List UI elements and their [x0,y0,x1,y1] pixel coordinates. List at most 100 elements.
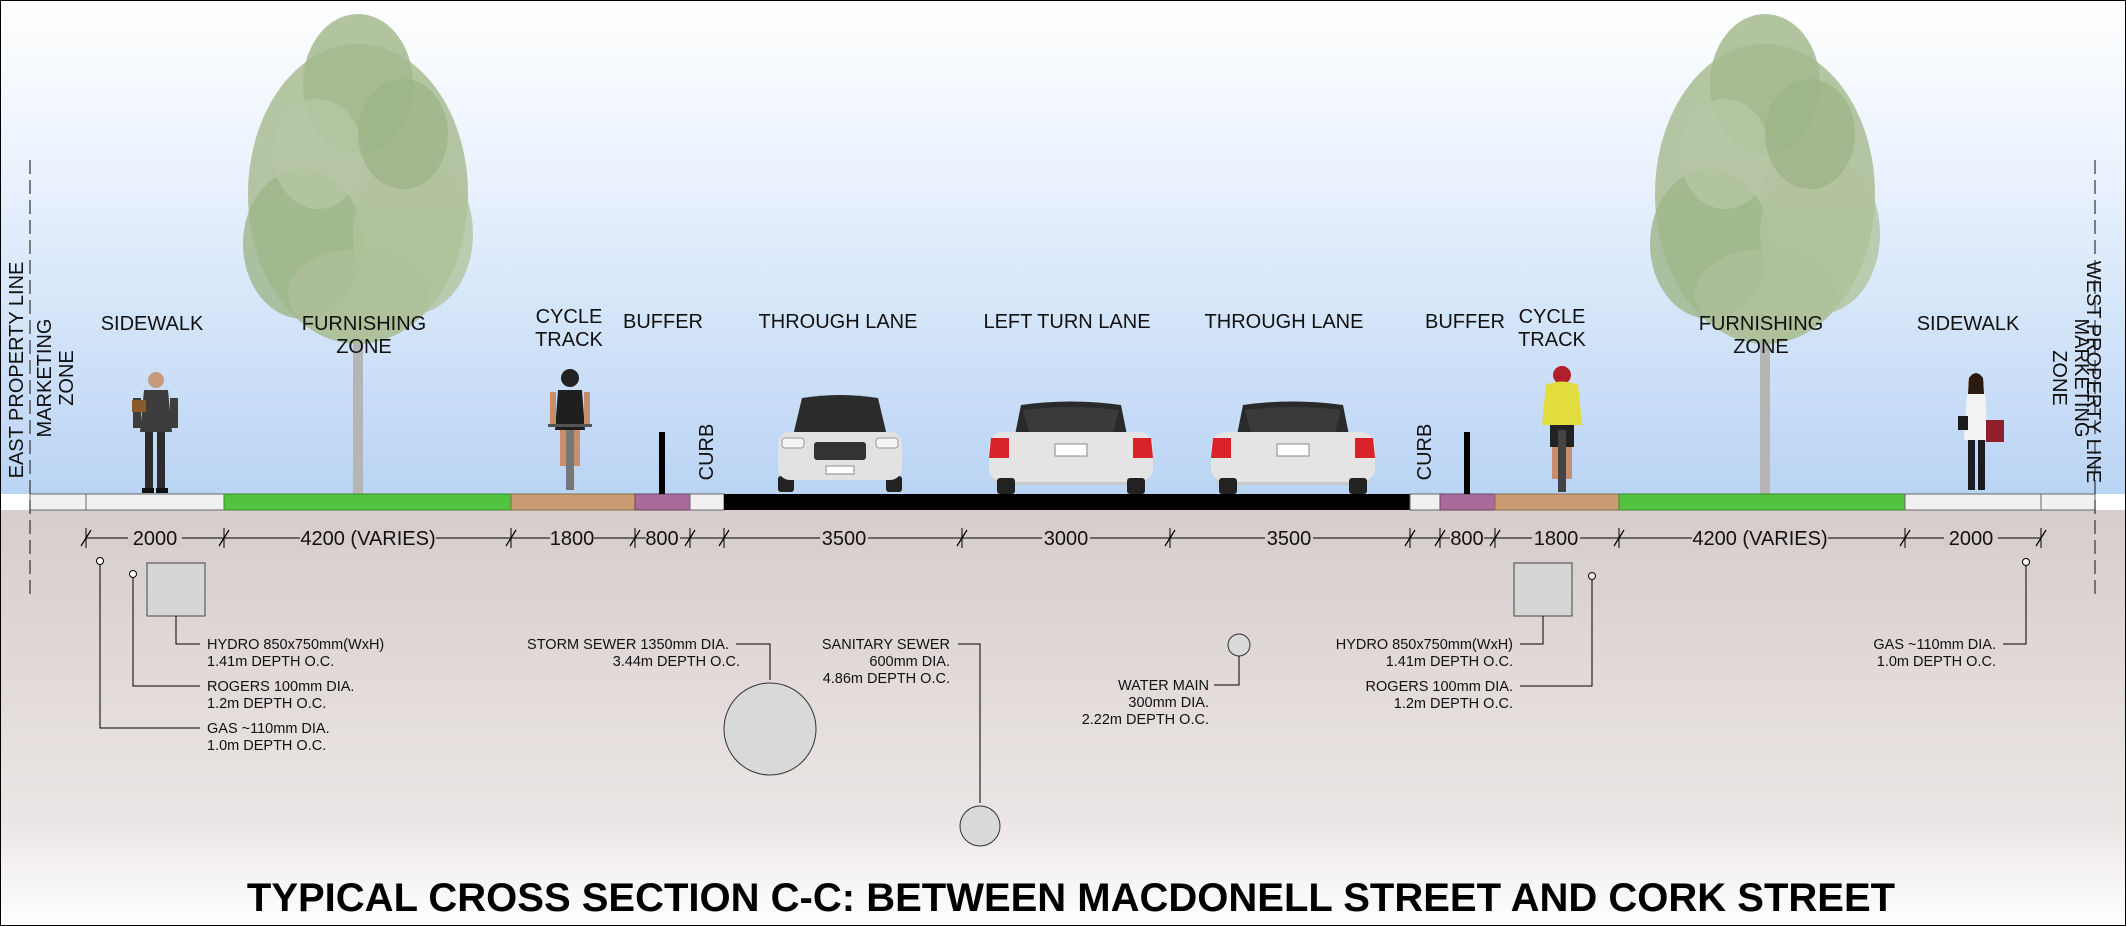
gas-left-label-2: 1.0m DEPTH O.C. [207,738,326,754]
hydro-left-label-1: HYDRO 850x750mm(WxH) [207,637,384,653]
cycle-track-left [510,493,636,511]
marketing-zone-left [29,493,87,511]
hydro-leader-right [1520,616,1544,645]
water-leader [1214,656,1240,686]
storm-label-2: 3.44m DEPTH O.C. [613,654,740,670]
rogers-leader-right [1520,580,1593,687]
hydro-right-label-1: HYDRO 850x750mm(WxH) [1336,637,1513,653]
gas-left-label-1: GAS ~110mm DIA. [207,721,330,737]
gas-leader-right [2003,566,2027,645]
through-lane-right-label: THROUGH LANE [1205,311,1364,333]
water-label-2: 300mm DIA. [1128,695,1209,711]
sanitary-leader [958,643,981,803]
utilities-centre: STORM SEWER 1350mm DIA. 3.44m DEPTH O.C.… [527,633,1251,847]
left-turn-lane-label: LEFT TURN LANE [983,311,1150,333]
storm-leader [736,643,771,680]
storm-label-1: STORM SEWER 1350mm DIA. [527,637,729,653]
gas-leader-left [99,565,200,729]
hydro-duct-right [1513,562,1573,617]
dim-buffer-right: 800 [1450,528,1483,550]
dim-sidewalk-left: 2000 [133,528,178,550]
dim-furnishing-right: 4200 (VARIES) [1692,528,1827,550]
sidewalk-left [85,493,225,511]
rogers-left-label-2: 1.2m DEPTH O.C. [207,696,326,712]
rogers-leader-left [132,578,200,687]
furnishing-left-label-2: ZONE [336,336,392,358]
curb-right [1409,493,1441,511]
gas-main-left [96,557,104,565]
furnishing-zone-left [223,493,512,511]
sanitary-sewer [959,805,1001,847]
buffer-right [1439,493,1496,511]
dim-through-left: 3500 [822,528,867,550]
marketing-zone-left-label-1: MARKETING [34,319,56,438]
rogers-right-label-2: 1.2m DEPTH O.C. [1394,696,1513,712]
furnishing-right-label-2: ZONE [1733,336,1789,358]
water-main [1227,633,1251,657]
curb-right-label: CURB [1414,424,1436,481]
sidewalk-right-label: SIDEWALK [1917,313,2020,335]
gas-right-label-2: 1.0m DEPTH O.C. [1877,654,1996,670]
page-title: TYPICAL CROSS SECTION C-C: BETWEEN MACDO… [247,876,1895,920]
furnishing-zone-right [1618,493,1906,511]
sidewalk-left-label: SIDEWALK [101,313,204,335]
buffer-left [634,493,691,511]
rogers-left-label-1: ROGERS 100mm DIA. [207,679,354,695]
dim-through-right: 3500 [1267,528,1312,550]
rogers-conduit-left [129,570,137,578]
cyclist-front-icon [548,369,592,490]
hydro-leader-left [175,616,200,645]
furnishing-left-label-1: FURNISHING [302,313,426,335]
rogers-right-label-1: ROGERS 100mm DIA. [1366,679,1513,695]
bollard-left [659,432,665,494]
sanitary-label-3: 4.86m DEPTH O.C. [823,671,950,687]
dim-furnishing-left: 4200 (VARIES) [300,528,435,550]
cyclist-rear-icon [1542,366,1582,492]
utilities-left: HYDRO 850x750mm(WxH) 1.41m DEPTH O.C. RO… [96,557,384,754]
water-label-3: 2.22m DEPTH O.C. [1082,712,1209,728]
hydro-left-label-2: 1.41m DEPTH O.C. [207,654,334,670]
marketing-zone-right [2040,493,2096,511]
surface-strip [29,493,2096,511]
water-label-1: WATER MAIN [1118,678,1209,694]
roadway [724,494,1410,510]
marketing-zone-right-label-1: MARKETING [2070,319,2092,438]
east-property-line-label: EAST PROPERTY LINE [6,262,28,479]
gas-main-right [2022,558,2030,566]
west-property-line-label: WEST PROPERTY LINE [2082,261,2104,483]
marketing-zone-left-label-2: ZONE [56,350,78,406]
through-lane-left-label: THROUGH LANE [759,311,918,333]
sidewalk-right [1904,493,2042,511]
utilities-right: HYDRO 850x750mm(WxH) 1.41m DEPTH O.C. RO… [1336,558,2030,712]
dim-buffer-left: 800 [645,528,678,550]
cycle-track-right [1494,493,1620,511]
buffer-right-label: BUFFER [1425,311,1505,333]
bollard-right [1464,432,1470,494]
curb-left-label: CURB [696,424,718,481]
sanitary-label-1: SANITARY SEWER [822,637,950,653]
hydro-right-label-2: 1.41m DEPTH O.C. [1386,654,1513,670]
rogers-conduit-right [1588,572,1596,580]
cycle-track-right-label-2: TRACK [1518,329,1586,351]
dim-cycle-left: 1800 [550,528,595,550]
storm-sewer [723,682,817,776]
pedestrian-woman-icon [1958,373,2004,490]
dim-sidewalk-right: 2000 [1949,528,1994,550]
sanitary-label-2: 600mm DIA. [869,654,950,670]
dim-cycle-right: 1800 [1534,528,1579,550]
gas-right-label-1: GAS ~110mm DIA. [1873,637,1996,653]
furnishing-right-label-1: FURNISHING [1699,313,1823,335]
dim-left-turn: 3000 [1044,528,1089,550]
cycle-track-left-label-1: CYCLE [536,306,603,328]
hydro-duct-left [146,562,206,617]
pedestrian-man-icon [132,372,178,493]
buffer-left-label: BUFFER [623,311,703,333]
ground-background [0,510,2126,926]
dimension-labels: 2000 4200 (VARIES) 1800 800 3500 3000 35… [128,526,1998,550]
marketing-zone-right-label-2: ZONE [2048,350,2070,406]
cycle-track-right-label-1: CYCLE [1519,306,1586,328]
curb-left [689,493,725,511]
cycle-track-left-label-2: TRACK [535,329,603,351]
